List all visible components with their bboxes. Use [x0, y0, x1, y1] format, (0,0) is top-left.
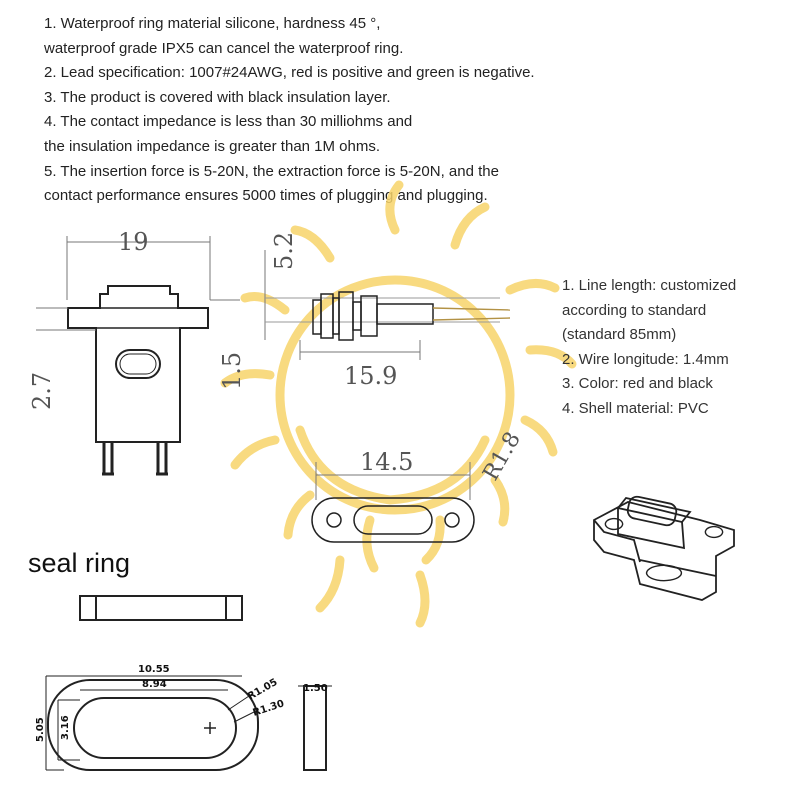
dim-side-length: 15.9	[344, 362, 397, 390]
dim-ring-inner-radius: R1.30	[252, 698, 286, 718]
spec-line: 2. Lead specification: 1007#24AWG, red i…	[44, 64, 535, 82]
dim-front-height: 2.7	[28, 372, 56, 410]
side-spec-list: 1. Line length: customized according to …	[562, 274, 736, 422]
side-spec-line: 4. Shell material: PVC	[562, 399, 709, 417]
spec-line: 1. Waterproof ring material silicone, ha…	[44, 15, 381, 32]
side-spec-line: 3. Color: red and black	[562, 375, 713, 393]
side-spec-line: 1. Line length: customized	[562, 277, 737, 294]
dim-ring-inner-width: 8.94	[142, 679, 167, 690]
side-spec-line: (standard 85mm)	[562, 326, 677, 344]
dim-ring-outer-height: 5.05	[35, 717, 46, 742]
seal-ring-side	[79, 595, 243, 621]
dim-side-left: 1.5	[218, 352, 246, 390]
side-view	[264, 250, 511, 360]
side-spec-line: 2. Wire longitude: 1.4mm	[562, 350, 729, 368]
front-view	[36, 236, 240, 476]
spec-line: the insulation impedance is greater than…	[44, 137, 381, 155]
dim-ring-thickness: 1.50	[303, 683, 328, 694]
isometric-view	[593, 495, 735, 601]
spec-line: 4. The contact impedance is less than 30…	[44, 113, 413, 131]
spec-list: 1. Waterproof ring material silicone, ha…	[44, 12, 535, 209]
dim-ring-inner-height: 3.16	[60, 715, 71, 740]
dim-flange-width: 14.5	[360, 448, 413, 476]
side-spec-line: according to standard	[562, 301, 707, 319]
dim-side-top: 5.2	[270, 232, 298, 270]
spec-line: contact performance ensures 5000 times o…	[44, 187, 488, 205]
dim-ring-outer-radius: R1.05	[246, 677, 280, 703]
spec-line: waterproof grade IPX5 can cancel the wat…	[44, 39, 404, 57]
seal-ring-plan	[45, 675, 332, 771]
sun-watermark-icon	[220, 180, 577, 628]
seal-ring-title: seal ring	[28, 548, 131, 578]
spec-line: 3. The product is covered with black ins…	[44, 88, 391, 106]
dim-front-width: 19	[118, 228, 149, 256]
spec-line: 5. The insertion force is 5-20N, the ext…	[44, 162, 499, 180]
dim-ring-outer-width: 10.55	[138, 664, 170, 675]
flange-view	[311, 462, 475, 543]
